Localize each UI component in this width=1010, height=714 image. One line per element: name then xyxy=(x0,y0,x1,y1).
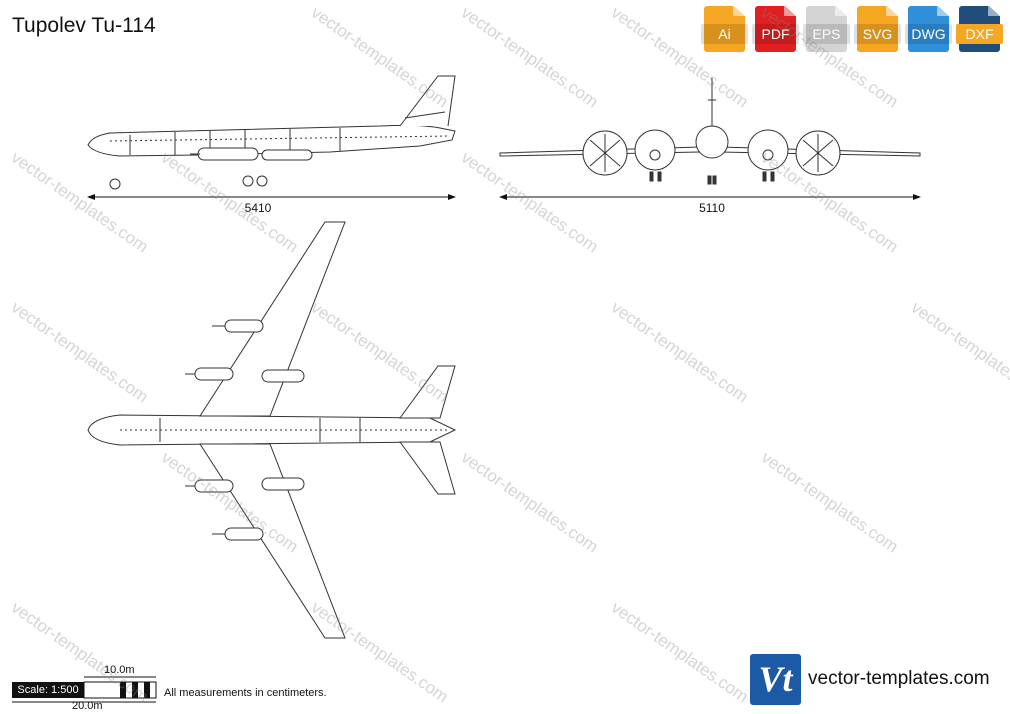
span-dimension-label: 5110 xyxy=(699,201,725,215)
format-label-svg: SVG xyxy=(854,24,901,44)
format-label-dxf: DXF xyxy=(956,24,1003,44)
format-label-pdf: PDF xyxy=(752,24,799,44)
format-label-dwg: DWG xyxy=(905,24,952,44)
svg-text:vector-templates.com: vector-templates.com xyxy=(758,3,902,112)
svg-text:vector-templates.com: vector-templates.com xyxy=(608,298,752,407)
ai-file-icon[interactable]: Ai xyxy=(701,6,748,52)
svg-text:vector-templates.com: vector-templates.com xyxy=(158,148,302,257)
dxf-file-icon[interactable]: DXF xyxy=(956,6,1003,52)
svg-file-icon[interactable]: SVG xyxy=(854,6,901,52)
vt-logo-icon[interactable]: Vt xyxy=(750,654,801,705)
svg-text:vector-templates.com: vector-templates.com xyxy=(608,598,752,707)
eps-file-icon[interactable]: EPS xyxy=(803,6,850,52)
svg-text:vector-templates.com: vector-templates.com xyxy=(8,298,152,407)
scale-ten-label: 10.0m xyxy=(104,664,135,676)
format-download-bar: Ai PDF EPS SVG DWG DXF xyxy=(701,6,1003,52)
format-label-eps: EPS xyxy=(803,24,850,44)
svg-text:vector-templates.com: vector-templates.com xyxy=(908,298,1010,407)
pdf-file-icon[interactable]: PDF xyxy=(752,6,799,52)
svg-text:vector-templates.com: vector-templates.com xyxy=(308,3,452,112)
format-label-ai: Ai xyxy=(701,24,748,44)
length-dimension-label: 5410 xyxy=(245,201,272,215)
svg-text:vector-templates.com: vector-templates.com xyxy=(308,298,452,407)
watermark-pattern: vector-templates.com vector-templates.co… xyxy=(8,3,1010,707)
scale-bar xyxy=(12,676,157,703)
scale-ratio-label: Scale: 1:500 xyxy=(12,682,84,698)
dwg-file-icon[interactable]: DWG xyxy=(905,6,952,52)
front-view xyxy=(499,78,921,185)
measurement-note: All measurements in centimeters. xyxy=(164,687,327,699)
svg-text:vector-templates.com: vector-templates.com xyxy=(458,448,602,557)
svg-text:vector-templates.com: vector-templates.com xyxy=(458,148,602,257)
top-view xyxy=(87,221,457,639)
svg-text:vector-templates.com: vector-templates.com xyxy=(8,148,152,257)
svg-text:vector-templates.com: vector-templates.com xyxy=(758,448,902,557)
svg-text:vector-templates.com: vector-templates.com xyxy=(458,3,602,112)
svg-text:vector-templates.com: vector-templates.com xyxy=(308,598,452,707)
brand-url[interactable]: vector-templates.com xyxy=(808,668,990,689)
scale-twenty-label: 20.0m xyxy=(72,700,103,712)
side-view xyxy=(87,75,456,190)
svg-text:vector-templates.com: vector-templates.com xyxy=(608,3,752,112)
page-title: Tupolev Tu-114 xyxy=(12,14,156,37)
